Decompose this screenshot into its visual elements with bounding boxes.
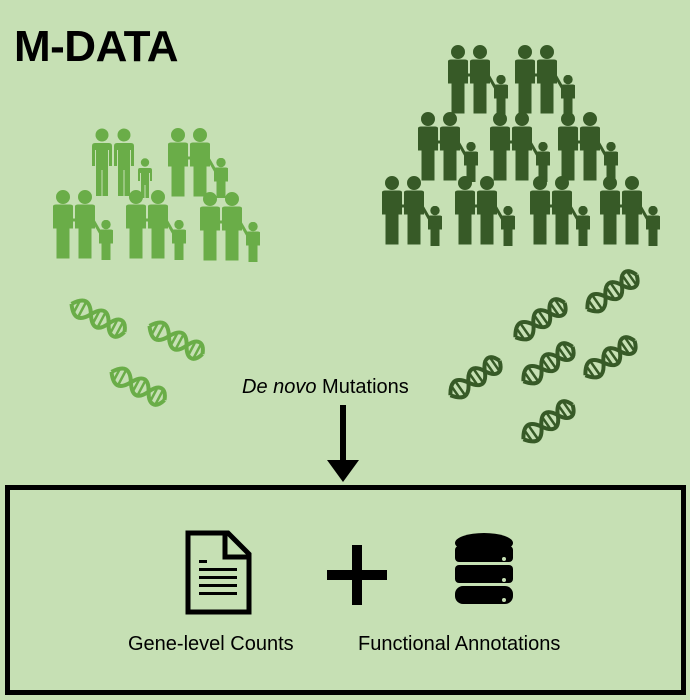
small-cohort-dna-icons: [67, 296, 206, 408]
functional-annotations-label: Functional Annotations: [358, 633, 561, 655]
plus-icon: [327, 545, 387, 605]
mutations-text: Mutations: [316, 376, 409, 398]
de-novo-mutations-label: De novo Mutations: [242, 376, 409, 399]
page-title: M-DATA: [14, 22, 178, 71]
down-arrow-icon: [327, 405, 359, 482]
database-icon: [455, 533, 513, 604]
output-box: [5, 485, 686, 695]
de-novo-italic: De novo: [242, 376, 317, 398]
document-icon: [185, 530, 252, 615]
gene-level-counts-label: Gene-level Counts: [128, 633, 294, 655]
large-cohort-dna-icons: [443, 265, 644, 449]
small-cohort-families: [53, 129, 260, 263]
large-cohort-families: [382, 46, 660, 247]
